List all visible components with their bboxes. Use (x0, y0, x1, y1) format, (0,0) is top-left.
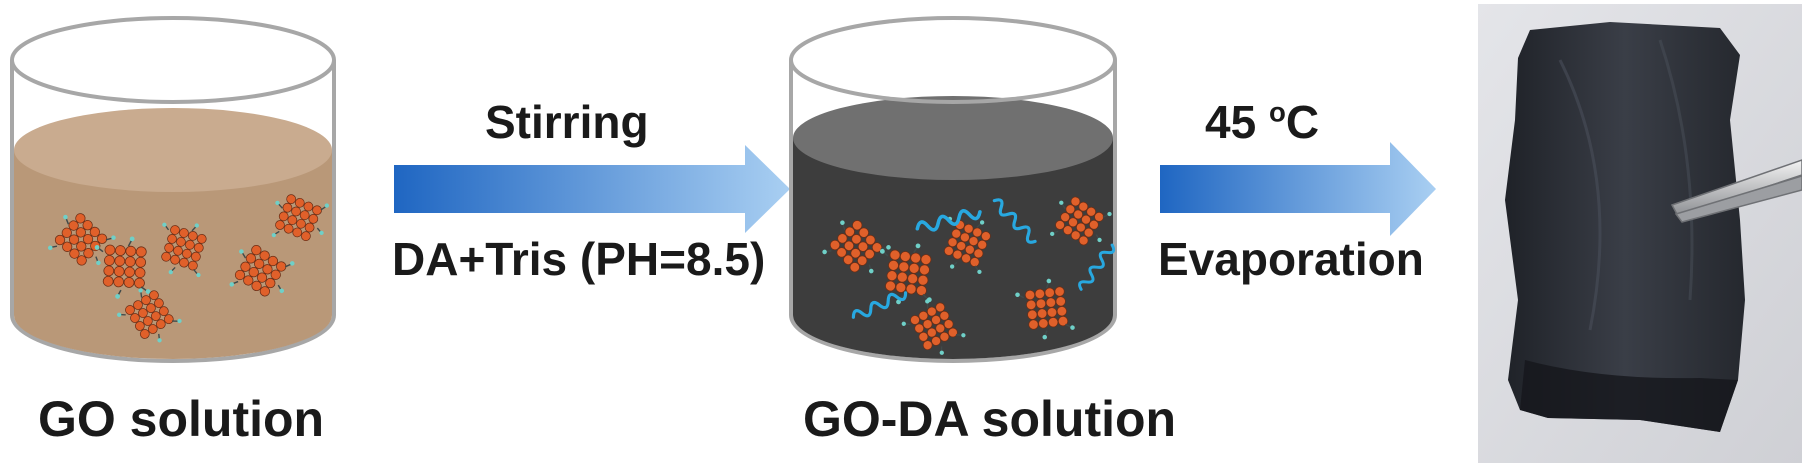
film-photo (1478, 4, 1802, 463)
goda-beaker-label: GO-DA solution (803, 391, 1177, 447)
go-beaker-label: GO solution (38, 391, 325, 447)
dry-arrow-icon (1160, 142, 1436, 236)
go-liquid (14, 150, 332, 359)
temperature-unit: C (1285, 96, 1320, 148)
go-liquid-surface (14, 108, 332, 192)
goda-beaker-rim (789, 16, 1117, 104)
tweezers-icon (1670, 159, 1802, 223)
go-beaker-icon (10, 16, 341, 363)
goda-beaker-icon (789, 16, 1122, 363)
film-sheet (1505, 22, 1745, 432)
temperature-value: 45 (1205, 96, 1257, 148)
goda-liquid-surface (793, 96, 1113, 180)
dry-arrow-bottom-label: Evaporation (1158, 233, 1424, 285)
mix-arrow-icon (394, 145, 790, 233)
go-beaker-rim (10, 16, 336, 104)
degree-mark: o (1268, 96, 1286, 128)
dry-arrow-top-label: 45 oC (1205, 95, 1319, 149)
mix-arrow-top-label: Stirring (485, 96, 649, 148)
mix-arrow-bottom-label: DA+Tris (PH=8.5) (392, 233, 766, 285)
